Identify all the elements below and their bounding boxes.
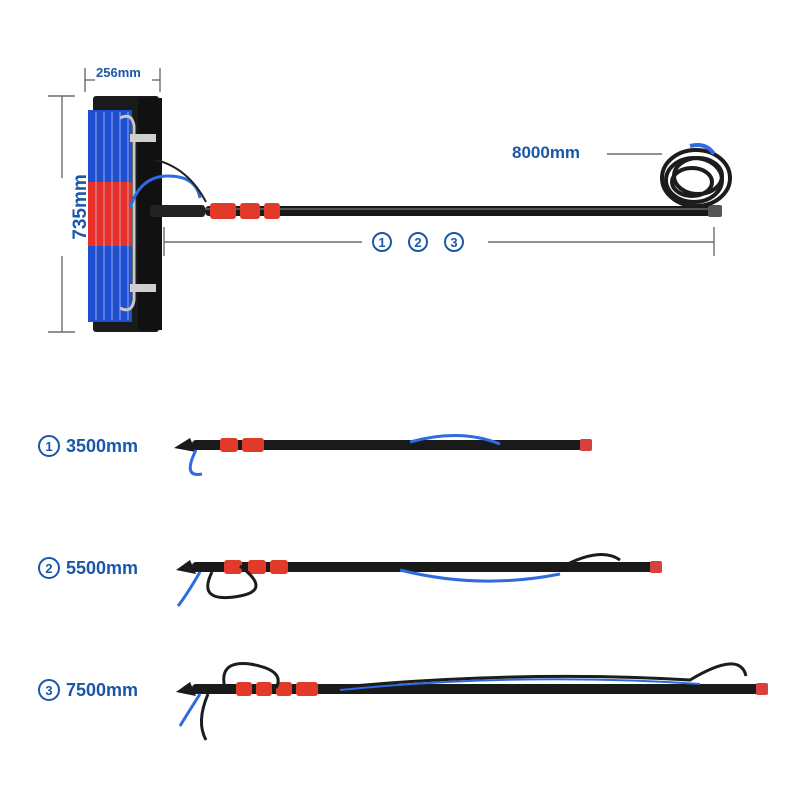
circled-number-icon: 3 <box>38 679 60 701</box>
main-pole <box>150 143 732 219</box>
config-label-2: 2 5500mm <box>38 557 138 579</box>
brush-head <box>88 96 207 332</box>
brush-height-label: 735mm <box>70 174 91 240</box>
config-length: 5500mm <box>66 557 139 578</box>
brush-width-label: 256mm <box>96 65 141 80</box>
bristle-lines <box>95 112 129 320</box>
pole-config-1 <box>174 434 592 476</box>
dimension-lines <box>48 68 715 333</box>
total-length-label: 8000mm <box>512 143 581 162</box>
circled-number-icon: 2 <box>38 557 60 579</box>
config-label-1: 1 3500mm <box>38 435 138 457</box>
pole-config-2 <box>176 553 662 607</box>
config-length: 7500mm <box>66 679 139 700</box>
coiled-hose <box>660 148 732 208</box>
circled-number-icon: 2 <box>408 232 428 252</box>
section-marks: 1 2 3 <box>372 232 464 252</box>
pole-config-3 <box>176 662 768 741</box>
config-label-3: 3 7500mm <box>38 679 138 701</box>
circled-number-icon: 1 <box>38 435 60 457</box>
config-length: 3500mm <box>66 435 139 456</box>
circled-number-icon: 3 <box>444 232 464 252</box>
circled-number-icon: 1 <box>372 232 392 252</box>
